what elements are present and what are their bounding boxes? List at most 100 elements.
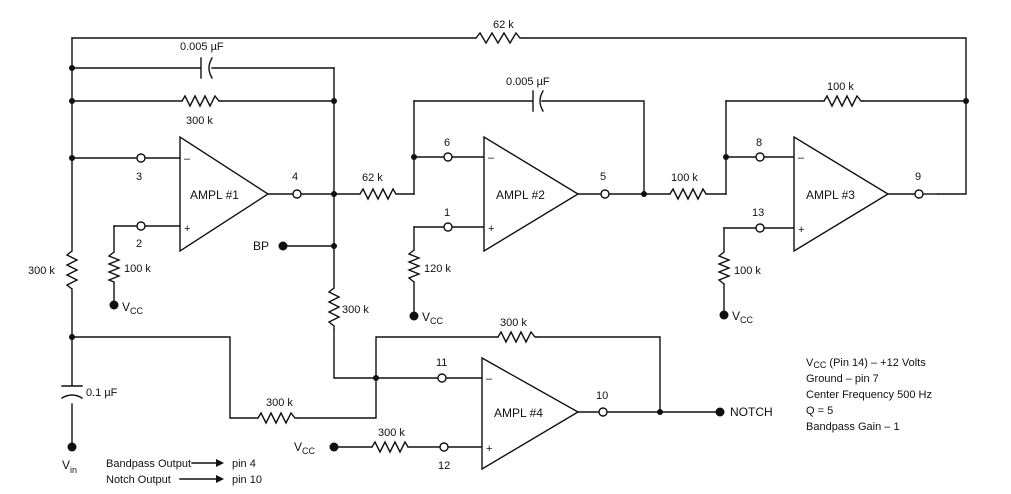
pin-number-6: 6 bbox=[444, 137, 450, 149]
amp3-minus: – bbox=[798, 152, 805, 164]
specs-notes: VCC (Pin 14) – +12 Volts Ground – pin 7 … bbox=[806, 357, 932, 433]
vcc-terminal-amp4 bbox=[329, 442, 339, 452]
label-300k-in4: 300 k bbox=[266, 397, 293, 409]
vcc-label-amp4: VCC bbox=[294, 440, 316, 456]
label-bp: BP bbox=[253, 239, 269, 253]
note-bandpass-gain: Bandpass Gain – 1 bbox=[806, 421, 900, 433]
vcc-label-amp3: VCC bbox=[732, 309, 754, 325]
amp2-plus: + bbox=[488, 223, 494, 235]
resistor-100k-amp3-input bbox=[669, 187, 707, 201]
vcc-labels: VCC VCC VCC VCC bbox=[122, 300, 754, 456]
pin-number-3: 3 bbox=[136, 171, 142, 183]
label-cap-in: 0.1 µF bbox=[86, 387, 118, 399]
label-c1: 0.005 µF bbox=[180, 41, 224, 53]
wires bbox=[71, 37, 967, 448]
amp1-plus: + bbox=[184, 223, 190, 235]
label-100k-fb3: 100 k bbox=[827, 81, 854, 93]
label-300k-fb4: 300 k bbox=[500, 317, 527, 329]
resistor-300k-amp4-noninv bbox=[371, 440, 409, 454]
pin-number-2: 2 bbox=[136, 238, 142, 250]
vcc-terminal-amp2 bbox=[409, 311, 419, 321]
capacitor-0005uf-amp1 bbox=[200, 57, 213, 79]
vcc-label-amp2: VCC bbox=[422, 310, 444, 326]
note-q: Q = 5 bbox=[806, 405, 833, 417]
pin-6-marker bbox=[443, 152, 453, 162]
vin-terminal bbox=[67, 442, 77, 452]
pin-number-11: 11 bbox=[436, 357, 447, 369]
bp-terminal bbox=[278, 241, 288, 251]
legend-bandpass-label: Bandpass Output bbox=[106, 458, 191, 470]
resistor-120k-pin1 bbox=[407, 249, 421, 283]
pin-5-marker bbox=[600, 189, 610, 199]
label-120k-pin1: 120 k bbox=[424, 263, 451, 275]
pin-11-marker bbox=[437, 373, 447, 383]
capacitor-01uf-input bbox=[61, 385, 83, 399]
amp4-minus: – bbox=[486, 373, 493, 385]
pin-2-marker bbox=[136, 221, 146, 231]
label-100k-in3: 100 k bbox=[671, 172, 698, 184]
note-vcc: VCC (Pin 14) – +12 Volts bbox=[806, 357, 926, 370]
legend-notch-label: Notch Output bbox=[106, 474, 171, 486]
resistor-300k-amp1-feedback bbox=[181, 94, 222, 108]
pin-number-10: 10 bbox=[596, 390, 608, 402]
resistor-62k-top bbox=[475, 31, 524, 45]
pin-number-5: 5 bbox=[600, 171, 606, 183]
legend-notch-pin: pin 10 bbox=[232, 474, 262, 486]
vcc-terminal-amp1 bbox=[109, 300, 119, 310]
label-c2: 0.005 µF bbox=[506, 76, 550, 88]
amp3-label: AMPL #3 bbox=[806, 188, 855, 202]
label-300k-ninv4: 300 k bbox=[378, 427, 405, 439]
junctions bbox=[67, 65, 969, 452]
pin-number-8: 8 bbox=[756, 137, 762, 149]
note-ground: Ground – pin 7 bbox=[806, 373, 879, 385]
op-amp-4: AMPL #4 – + bbox=[481, 356, 580, 471]
op-amps: AMPL #1 – + AMPL #2 – + AMPL #3 – + AMPL… bbox=[179, 135, 890, 471]
resistor-300k-amp4-input bbox=[257, 411, 298, 425]
notch-terminal bbox=[715, 407, 725, 417]
label-300k-left: 300 k bbox=[28, 265, 55, 277]
op-amp-1: AMPL #1 – + bbox=[179, 135, 270, 253]
op-amp-2: AMPL #2 – + bbox=[483, 135, 580, 253]
resistor-300k-left bbox=[65, 250, 79, 290]
capacitors bbox=[61, 57, 544, 399]
legend-bandpass-pin: pin 4 bbox=[232, 458, 256, 470]
pin-number-4: 4 bbox=[292, 171, 298, 183]
label-notch: NOTCH bbox=[730, 405, 773, 419]
label-100k-pin13: 100 k bbox=[734, 265, 761, 277]
resistor-100k-pin2 bbox=[107, 251, 121, 283]
pin-number-13: 13 bbox=[752, 207, 764, 219]
resistor-100k-pin13 bbox=[717, 251, 731, 285]
pin-12-marker bbox=[439, 442, 449, 452]
amp1-label: AMPL #1 bbox=[190, 188, 239, 202]
pin-9-marker bbox=[914, 189, 924, 199]
pin-4-marker bbox=[292, 189, 302, 199]
resistor-100k-amp3-feedback bbox=[823, 94, 864, 108]
resistor-300k-amp4-feedback bbox=[497, 330, 538, 344]
output-legend: Bandpass Output pin 4 Notch Output pin 1… bbox=[106, 458, 262, 486]
amp1-minus: – bbox=[184, 153, 191, 165]
amp2-label: AMPL #2 bbox=[496, 188, 545, 202]
label-vin: Vin bbox=[62, 458, 77, 475]
label-62k-top: 62 k bbox=[493, 19, 514, 31]
amp4-plus: + bbox=[486, 443, 492, 455]
component-labels: 62 k 0.005 µF 300 k 0.005 µF 100 k 62 k … bbox=[28, 19, 854, 475]
resistors bbox=[65, 31, 864, 454]
pin-10-marker bbox=[598, 407, 608, 417]
op-amp-3: AMPL #3 – + bbox=[793, 135, 890, 253]
amp4-label: AMPL #4 bbox=[494, 406, 543, 420]
pin-3-marker bbox=[136, 153, 146, 163]
pin-13-marker bbox=[755, 223, 765, 233]
pin-8-marker bbox=[755, 152, 765, 162]
label-62k-in2: 62 k bbox=[362, 172, 383, 184]
pin-number-9: 9 bbox=[915, 171, 921, 183]
amp2-minus: – bbox=[488, 152, 495, 164]
label-300k-bp: 300 k bbox=[342, 304, 369, 316]
amp3-plus: + bbox=[798, 224, 804, 236]
pin-numbers: 3 2 4 6 1 5 8 13 9 11 12 10 bbox=[136, 137, 921, 472]
pin-number-1: 1 bbox=[444, 207, 450, 219]
pin-1-marker bbox=[443, 222, 453, 232]
capacitor-0005uf-amp2 bbox=[532, 90, 544, 112]
label-r1: 300 k bbox=[186, 115, 213, 127]
note-center-frequency: Center Frequency 500 Hz bbox=[806, 389, 932, 401]
